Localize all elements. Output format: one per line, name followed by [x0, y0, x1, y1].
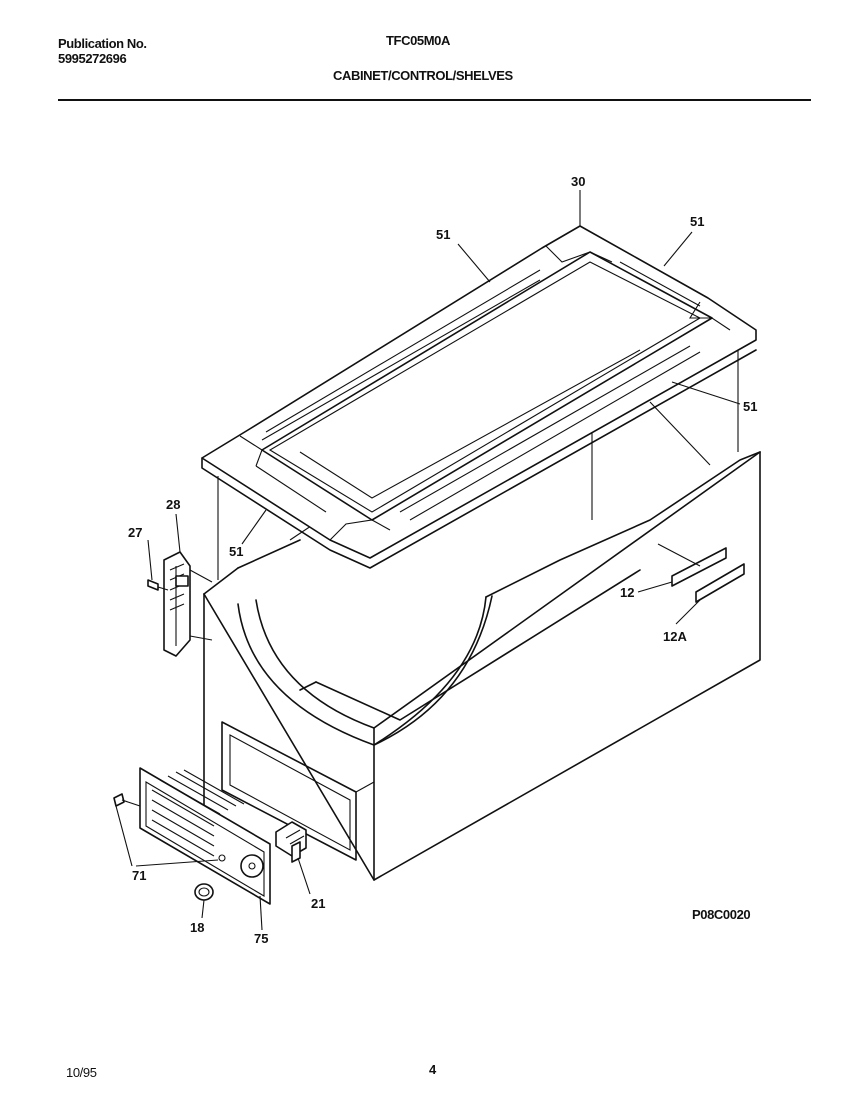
publication-number: 5995272696	[58, 51, 127, 66]
breaker-strip-frame	[201, 225, 757, 569]
leader-lines	[115, 190, 741, 931]
callout-75: 75	[254, 931, 268, 946]
control-knob-18	[194, 883, 214, 901]
callout-30: 30	[571, 174, 585, 189]
page-number: 4	[429, 1062, 436, 1077]
model-number: TFC05M0A	[386, 33, 450, 48]
callout-12: 12	[620, 585, 634, 600]
section-title: CABINET/CONTROL/SHELVES	[333, 68, 513, 83]
screw-27	[147, 579, 169, 591]
callout-12a: 12A	[663, 629, 687, 644]
control-grille	[139, 767, 271, 905]
footer-date: 10/95	[66, 1065, 97, 1080]
label-plates	[657, 543, 745, 603]
header-rule	[58, 99, 811, 101]
callout-21: 21	[311, 896, 325, 911]
hinge-assembly	[163, 551, 213, 657]
callout-27: 27	[128, 525, 142, 540]
callout-51-front: 51	[743, 399, 757, 414]
callout-71: 71	[132, 868, 146, 883]
callout-28: 28	[166, 497, 180, 512]
callout-51-right: 51	[690, 214, 704, 229]
drawing-code: P08C0020	[692, 907, 751, 922]
screws-71	[113, 793, 141, 807]
thermostat-control-21	[275, 821, 307, 863]
callout-51-left: 51	[436, 227, 450, 242]
callout-51-bottom: 51	[229, 544, 243, 559]
callout-18: 18	[190, 920, 204, 935]
publication-label: Publication No.	[58, 36, 147, 51]
